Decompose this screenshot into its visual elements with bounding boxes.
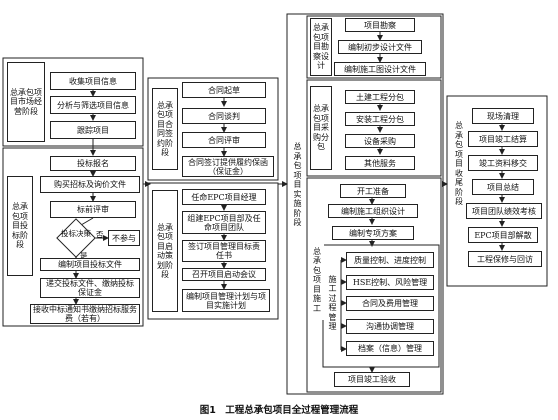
step-prepare-bid: 编制项目投标文件 <box>40 258 140 271</box>
step-draft-contract: 合同起草 <box>182 82 266 98</box>
decision-no-label: 否 <box>96 230 104 239</box>
process-management-label: 施工过程管理 <box>326 262 339 344</box>
step-quality-schedule: 质量控制、进度控制 <box>346 252 434 268</box>
step-start-prep: 开工准备 <box>340 184 406 198</box>
step-equipment-purchase: 设备采购 <box>345 134 415 148</box>
phase-market: 总承包项目市场经营阶段 <box>7 62 45 142</box>
step-hse-risk: HSE控制、风险管理 <box>346 275 434 290</box>
step-project-summary: 项目总结 <box>472 179 534 195</box>
step-analyze-info: 分析与筛选项目信息 <box>50 96 136 114</box>
step-construction-org: 编制施工组织设计 <box>328 204 418 218</box>
step-install-subcontract: 安装工程分包 <box>345 112 415 126</box>
phase-survey-design: 总承包项目勘察设计 <box>310 18 332 76</box>
step-other-services: 其他服务 <box>345 156 415 170</box>
step-preliminary-design: 编制初步设计文件 <box>338 40 422 54</box>
phase-implementation: 总承包项目实施阶段 <box>290 142 305 227</box>
step-special-plan: 编制专项方案 <box>332 226 414 240</box>
step-site-cleanup: 现场清理 <box>472 108 534 124</box>
step-buy-documents: 购买招标及询价文件 <box>40 176 140 193</box>
step-kickoff-meeting: 召开项目启动会议 <box>182 268 266 281</box>
step-negotiate-contract: 合同谈判 <box>182 108 266 124</box>
step-final-settlement: 项目竣工结算 <box>468 131 538 147</box>
step-prepare-plans: 编制项目管理计划与项目实施计划 <box>182 289 270 312</box>
step-pre-bid-review: 标前评审 <box>50 201 136 218</box>
phase-bid: 总承包项目投标阶段 <box>7 176 33 276</box>
step-review-contract: 合同评审 <box>182 132 266 148</box>
decision-label: 投标决策 <box>61 229 91 238</box>
decision-yes-label: 是 <box>80 251 88 260</box>
step-archive: 档案（信息）管理 <box>346 341 434 356</box>
step-collect-info: 收集项目信息 <box>50 72 136 90</box>
step-bid-register: 投标报名 <box>50 156 136 171</box>
step-appoint-manager: 任命EPC项目经理 <box>182 189 266 205</box>
step-civil-subcontract: 土建工程分包 <box>345 90 415 104</box>
step-track-project: 跟踪项目 <box>50 121 136 139</box>
step-handover-docs: 竣工资料移交 <box>468 155 538 171</box>
figure-caption: 图1 工程总承包项目全过程管理流程 <box>199 405 359 416</box>
phase-construction: 总承包项目施工 <box>310 240 324 320</box>
step-dissolve-team: EPC项目部解散 <box>468 227 538 243</box>
step-contract-cost: 合同及费用管理 <box>346 296 434 311</box>
phase-closing: 总承包项目收尾阶段 <box>451 120 467 208</box>
step-communication: 沟通协调管理 <box>346 319 434 334</box>
step-sign-contract: 合同签订提供履约保函（保证金） <box>182 156 274 177</box>
phase-startup: 总承包项目启动策划阶段 <box>152 190 178 312</box>
step-no-bid: 不参与 <box>108 230 140 246</box>
phase-contract: 总承包项目合同签约阶段 <box>152 88 178 170</box>
phase-procurement: 总承包项目采购分包 <box>310 86 332 170</box>
step-receive-award: 接收中标通知书缴纳招标服务费（若有） <box>30 304 140 324</box>
step-form-team: 组建EPC项目部及任命项目团队 <box>182 211 266 234</box>
step-completion-acceptance: 项目竣工验收 <box>334 372 410 387</box>
step-survey: 项目勘察 <box>345 18 415 32</box>
step-submit-bid: 递交投标文件、缴纳投标保证金 <box>40 278 140 298</box>
step-warranty-visit: 工程保修与回访 <box>468 251 542 267</box>
step-construction-drawing: 编制施工图设计文件 <box>334 62 426 76</box>
step-team-evaluation: 项目团队绩效考核 <box>466 203 542 219</box>
step-sign-responsibility: 签订项目管理目标责任书 <box>182 240 266 262</box>
